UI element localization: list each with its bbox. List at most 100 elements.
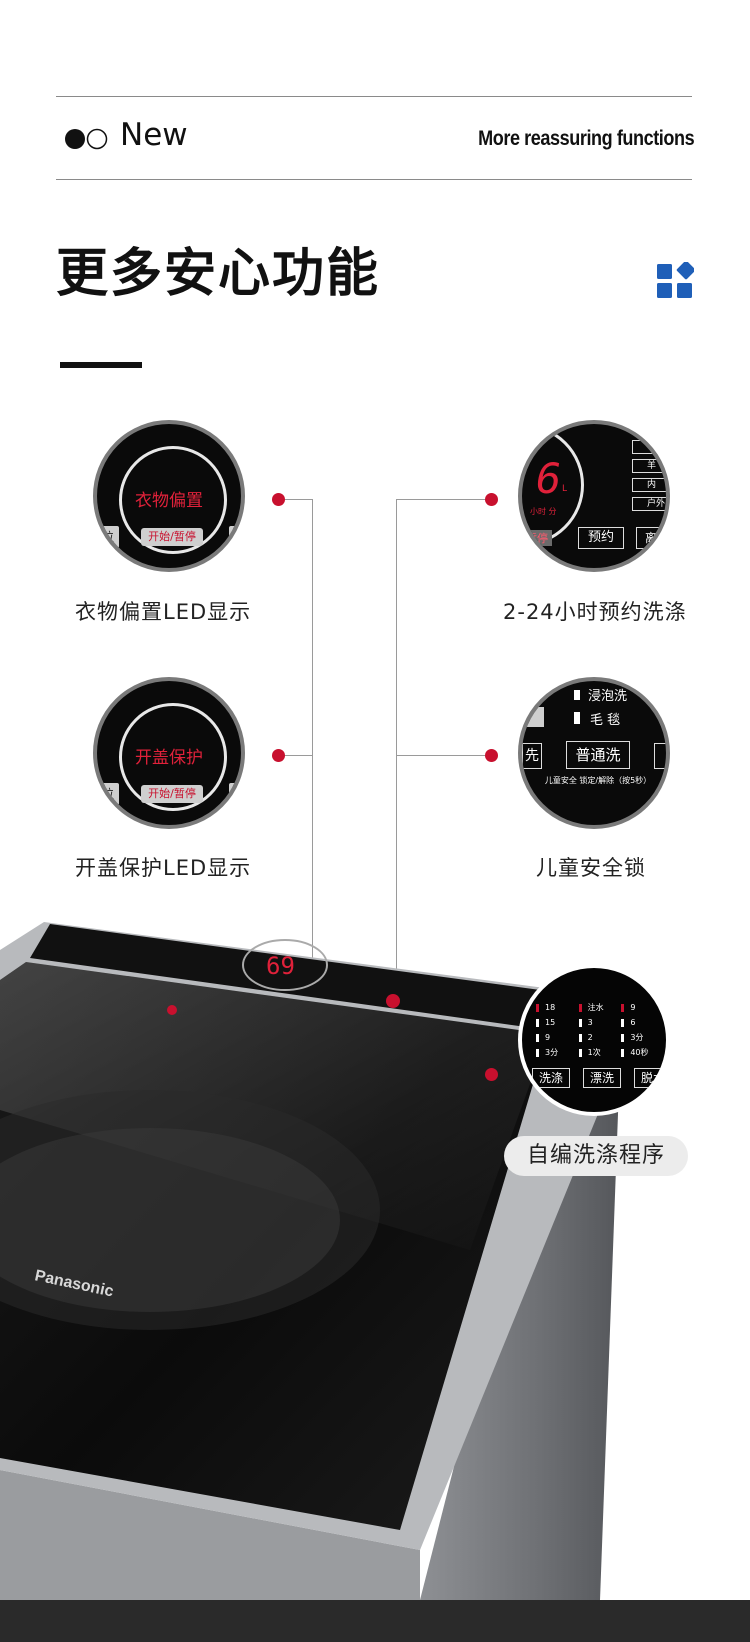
garment-imbalance-led-text: 衣物偏置: [135, 491, 203, 511]
program-grid-cell: 3分: [536, 1045, 579, 1060]
program-grid-value: 9: [545, 1033, 551, 1042]
spin-button: 离心: [636, 527, 666, 549]
option-blanket-label: 毛 毯: [590, 713, 621, 728]
start-pause-button: 开始/暂停: [141, 785, 203, 803]
header-rule-top: [56, 96, 692, 97]
custom-program-caption: 自编洗涤程序: [504, 1136, 688, 1176]
indicator-mark: [578, 1018, 582, 1027]
program-grid-cell: 6: [621, 1015, 664, 1030]
indicator-mark: [621, 1048, 625, 1057]
program-grid-cell: 3分: [621, 1030, 664, 1045]
indicator-mark: [536, 1003, 539, 1012]
marker-dot: [485, 749, 498, 762]
normal-wash-button: 普通洗: [566, 741, 630, 769]
apps-grid-icon: [657, 262, 694, 298]
program-grid-value: 3分: [545, 1048, 559, 1057]
pause-label: 暂停: [522, 530, 552, 546]
led-unit: L: [562, 484, 568, 494]
machine-display-value: 69: [266, 952, 295, 980]
program-grid-value: 18: [545, 1003, 556, 1012]
program-grid-cell: 2: [578, 1030, 622, 1045]
side-button-right: [229, 526, 241, 548]
child-lock-hint: 儿童安全 锁定/解除（按5秒）: [544, 776, 652, 785]
program-grid-cell: 1次: [578, 1045, 622, 1060]
bottom-band: [0, 1600, 750, 1642]
option-label: 内: [632, 478, 666, 492]
program-grid-cell: 9: [536, 1030, 579, 1045]
connector-line: [312, 499, 313, 1035]
option-label: 羊: [632, 459, 666, 473]
reserve-button: 预约: [578, 527, 624, 549]
lid-protection-caption: 开盖保护LED显示: [75, 856, 252, 880]
wash-button: 洗涤: [532, 1068, 570, 1088]
spin-button: 脱水: [634, 1068, 666, 1088]
display-ring: [119, 446, 227, 554]
indicator-mark: [578, 1048, 582, 1057]
indicator-mark: [536, 1048, 539, 1057]
marker-dot: [485, 1068, 498, 1081]
side-button-right: [654, 743, 666, 769]
indicator-mark: [578, 1003, 582, 1012]
indicator-mark: [621, 1018, 625, 1027]
connector-line: [396, 499, 492, 500]
indicator-mark: [536, 1033, 539, 1042]
program-grid-value: 注水: [587, 1003, 604, 1012]
program-grid-value: 1次: [587, 1048, 601, 1057]
garment-imbalance-closeup: 衣物偏置 位 开始/暂停: [93, 420, 245, 572]
program-grid-value: 3: [587, 1018, 593, 1027]
indicator-mark: [536, 1018, 539, 1027]
display-ring: [119, 703, 227, 811]
connector-line: [278, 499, 313, 500]
new-label: New: [120, 117, 188, 153]
left-edge-button: 先: [522, 743, 542, 769]
marker-dot: [272, 749, 285, 762]
side-button-left: 位: [97, 526, 119, 548]
program-buttons: 洗涤 漂洗 脱水: [532, 1068, 666, 1088]
program-grid-value: 6: [630, 1018, 636, 1027]
reservation-caption: 2-24小时预约洗涤: [503, 600, 687, 624]
washing-machine-image: 69 Panasonic: [0, 922, 620, 1600]
side-button-right: [229, 783, 241, 805]
child-lock-closeup: 浸泡洗 毛 毯 先 普通洗 儿童安全 锁定/解除（按5秒）: [518, 677, 670, 829]
connector-line: [396, 499, 397, 1051]
header-rule-bottom: [56, 179, 692, 180]
program-grid-cell: 40秒: [621, 1045, 664, 1060]
program-grid-value: 3分: [630, 1033, 644, 1042]
program-grid-cell: 15: [536, 1015, 579, 1030]
lid-protection-led-text: 开盖保护: [135, 748, 203, 768]
start-pause-button: 开始/暂停: [141, 528, 203, 546]
program-grid-cell: 3: [578, 1015, 622, 1030]
tagline: More reassuring functions: [477, 127, 694, 150]
side-button-left: 位: [97, 783, 119, 805]
side-button-left: [522, 707, 544, 727]
program-grid-cell: 18: [536, 1000, 579, 1015]
option-soak: 浸泡洗: [574, 685, 627, 704]
child-lock-caption: 儿童安全锁: [536, 856, 646, 880]
program-grid-value: 40秒: [630, 1048, 649, 1057]
program-grid-row: 9 2 3分: [536, 1030, 664, 1045]
dots-icon: [65, 128, 108, 150]
indicator-mark: [621, 1003, 625, 1012]
indicator-mark: [621, 1033, 625, 1042]
page-title: 更多安心功能: [56, 244, 381, 304]
program-grid-row: 3分 1次 40秒: [536, 1045, 664, 1060]
marker-dot: [272, 493, 285, 506]
option-icon-box: [632, 440, 664, 454]
program-grid-row: 18 注水 9: [536, 1000, 664, 1015]
title-underline: [60, 362, 142, 368]
option-soak-label: 浸泡洗: [588, 689, 628, 704]
marker-dot: [485, 493, 498, 506]
option-row: 羊 内 户外: [632, 440, 666, 511]
program-grid-value: 9: [630, 1003, 636, 1012]
program-grid-value: 2: [587, 1033, 593, 1042]
connector-line: [396, 755, 492, 756]
rinse-button: 漂洗: [583, 1068, 621, 1088]
connector-line: [278, 755, 313, 756]
led-digit: 6: [536, 454, 562, 503]
option-blanket: 毛 毯: [574, 709, 620, 728]
indicator-mark: [578, 1033, 582, 1042]
lid-protection-closeup: 开盖保护 位 开始/暂停: [93, 677, 245, 829]
